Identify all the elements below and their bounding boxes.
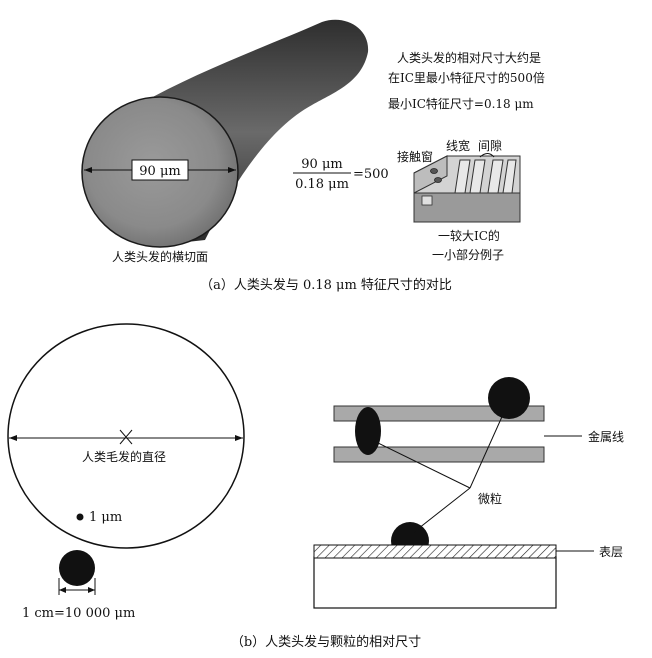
metal-line-top: [333, 405, 545, 422]
gap-label: 间隙: [478, 139, 502, 153]
scale-arrow: [58, 578, 96, 595]
one-micron-label: 1 μm: [89, 510, 122, 525]
surface-layer: [313, 544, 557, 559]
particle-top: [488, 377, 530, 419]
contact-window-block: [421, 195, 433, 206]
scale-sphere: [59, 550, 95, 586]
min-feature-label: 最小IC特征尺寸=0.18 μm: [388, 96, 534, 111]
ic-chip: [413, 155, 521, 223]
contact-window-hole: [434, 177, 442, 183]
ratio-denominator: 0.18 μm: [295, 177, 349, 192]
substrate: [313, 556, 557, 609]
example-label-1: 一较大IC的: [438, 228, 500, 243]
contact-window-label: 接触窗: [397, 149, 433, 164]
ic-metal-lines: [454, 159, 517, 194]
diameter-label: 90 μm: [139, 164, 180, 179]
hair-diameter-arrow: [9, 429, 243, 445]
note-line-1: 人类头发的相对尺寸大约是: [397, 50, 541, 65]
ratio-numerator: 90 μm: [301, 157, 342, 172]
gap-bracket: [479, 153, 495, 158]
cross-section-label: 人类头发的横切面: [112, 249, 208, 264]
one-micron-dot: [76, 513, 84, 521]
diameter-label-box: [131, 159, 189, 181]
particle-leaders: [371, 409, 506, 533]
hair-circle: [7, 323, 245, 549]
surface-label: 表层: [599, 545, 623, 559]
metal-line-label: 金属线: [588, 429, 624, 444]
panel-b: 人类毛发的直径 1 μm 1 cm=10 000 μm 金属线 微粒: [7, 323, 624, 650]
hair-diameter-label: 人类毛发的直径: [82, 449, 166, 464]
metal-line-bottom: [333, 446, 545, 463]
caption-b: （b）人类头发与颗粒的相对尺寸: [231, 634, 421, 650]
example-label-2: 一小部分例子: [432, 247, 504, 262]
panel-a: 90 μm 人类头发的横切面 90 μm 0.18 μm =500 人类头发的相…: [81, 19, 545, 293]
caption-a: （a）人类头发与 0.18 μm 特征尺寸的对比: [200, 277, 452, 293]
ratio-result: =500: [353, 167, 389, 182]
line-width-label: 线宽: [446, 138, 470, 153]
note-line-2: 在IC里最小特征尺寸的500倍: [388, 70, 545, 85]
scale-label: 1 cm=10 000 μm: [22, 606, 135, 621]
particle-between-lines: [355, 407, 381, 455]
particle-label: 微粒: [478, 491, 502, 506]
contact-window-hole: [430, 168, 438, 174]
